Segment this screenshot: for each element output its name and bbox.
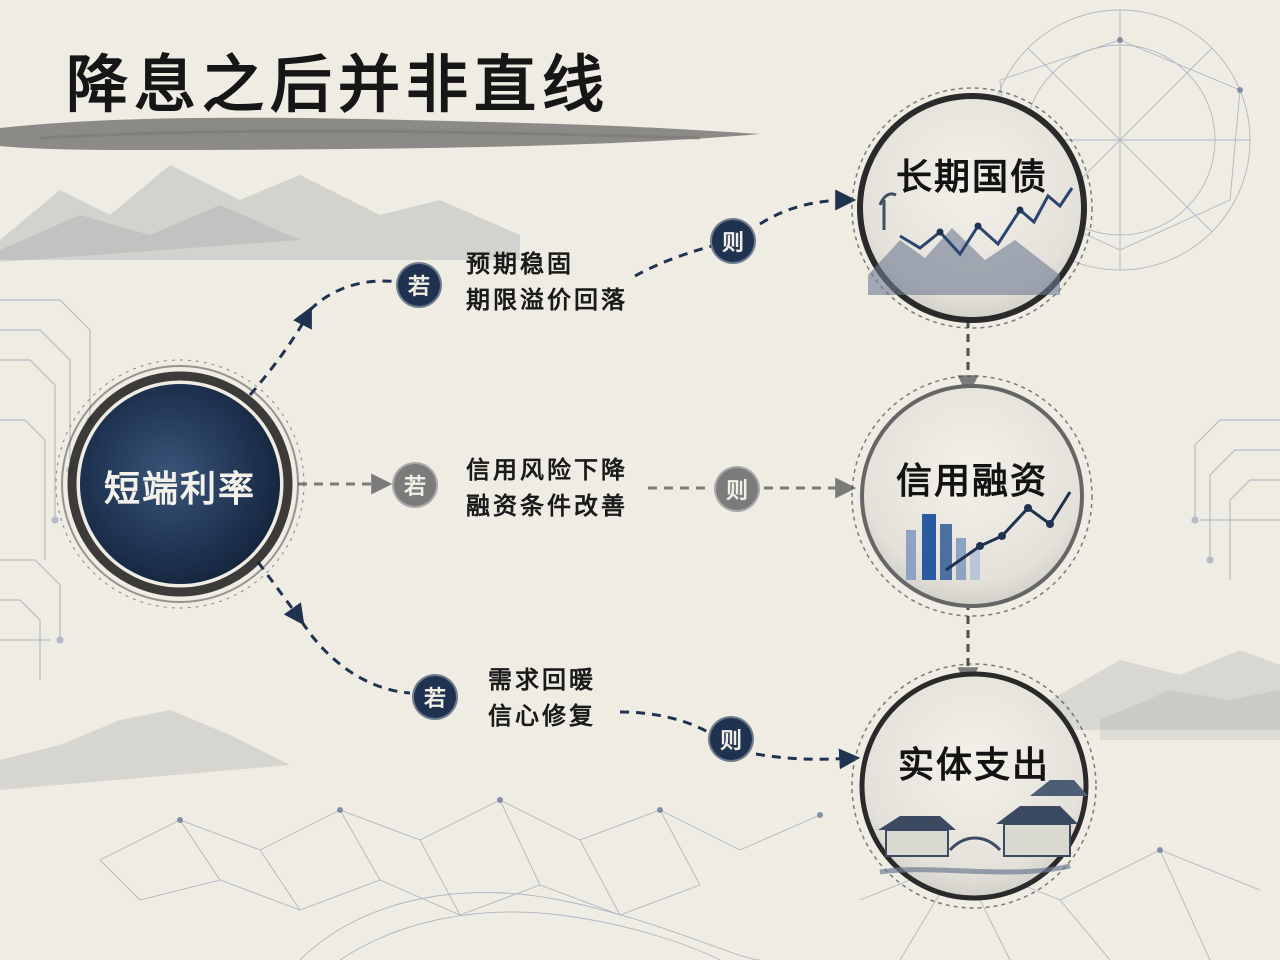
ink-mountains-in-node-icon bbox=[868, 192, 1060, 295]
condition-text-top: 预期稳固 期限溢价回落 bbox=[466, 246, 628, 318]
condition-text-mid: 信用风险下降 融资条件改善 bbox=[466, 452, 628, 524]
node-credit-label: 信用融资 bbox=[895, 460, 1048, 502]
page-title: 降息之后并非直线 bbox=[66, 48, 611, 121]
circuit-lines-right-icon bbox=[1191, 419, 1280, 580]
node-real-spending-circle bbox=[851, 663, 1097, 909]
connector-mid-branch bbox=[298, 473, 857, 499]
then-badge-top: 则 bbox=[712, 220, 754, 262]
node-short-rate-circle bbox=[55, 359, 305, 609]
condition-top-line1: 预期稳固 bbox=[466, 249, 574, 278]
condition-mid-line2: 融资条件改善 bbox=[466, 491, 628, 520]
if-badge-mid: 若 bbox=[394, 464, 436, 506]
node-long-bond-circle bbox=[851, 87, 1093, 329]
circuit-lines-icon bbox=[0, 299, 94, 680]
brush-stroke-icon bbox=[0, 117, 760, 150]
village-scene-icon bbox=[878, 780, 1088, 875]
condition-top-line2: 期限溢价回落 bbox=[466, 285, 628, 314]
condition-bottom-line1: 需求回暖 bbox=[488, 665, 596, 694]
if-badge-top: 若 bbox=[398, 264, 440, 306]
node-long-bond-label: 长期国债 bbox=[895, 156, 1048, 198]
condition-bottom-line2: 信心修复 bbox=[488, 701, 596, 730]
node-credit-circle bbox=[851, 375, 1093, 617]
if-badge-bottom: 若 bbox=[414, 676, 456, 718]
network-mesh-icon bbox=[99, 9, 1261, 960]
zigzag-chart-icon bbox=[899, 187, 1074, 257]
condition-mid-line1: 信用风险下降 bbox=[466, 455, 628, 484]
ink-mountains-icon bbox=[0, 165, 1280, 790]
then-badge-mid: 则 bbox=[716, 468, 758, 510]
node-short-rate-label: 短端利率 bbox=[103, 468, 256, 510]
condition-text-bottom: 需求回暖 信心修复 bbox=[488, 662, 596, 734]
connector-top-branch bbox=[248, 189, 857, 396]
then-badge-bottom: 则 bbox=[710, 718, 752, 760]
node-real-spending-label: 实体支出 bbox=[897, 744, 1050, 786]
rising-line-icon bbox=[945, 491, 1072, 572]
